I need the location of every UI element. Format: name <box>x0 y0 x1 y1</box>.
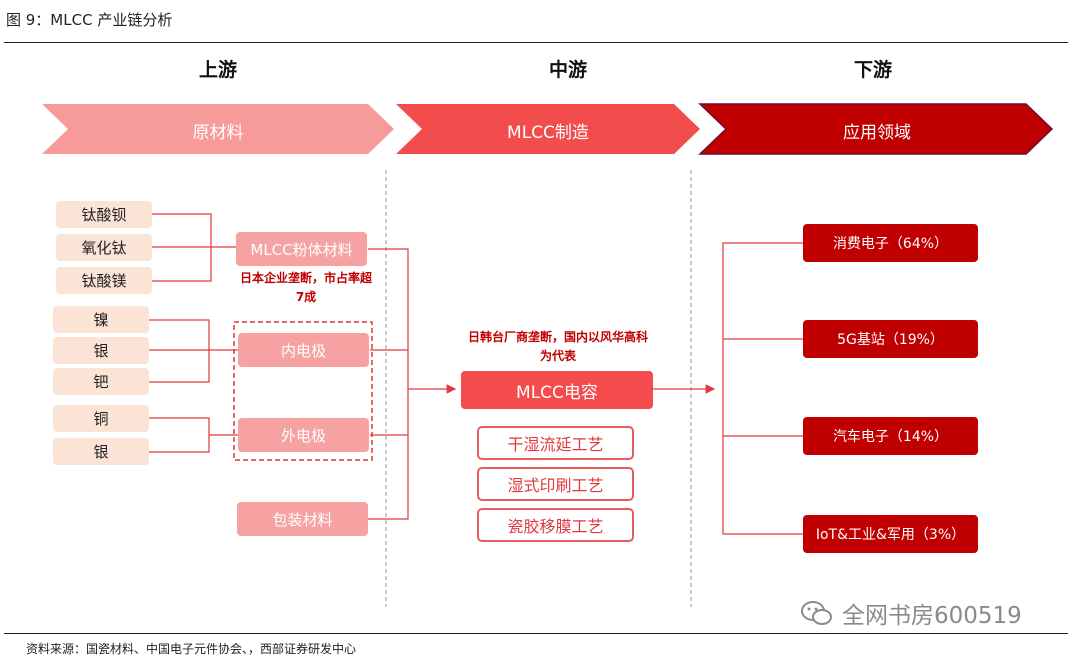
raw-palladium: 钯 <box>53 368 149 395</box>
raw-silver-2: 银 <box>53 438 149 465</box>
upstream-heading: 上游 <box>198 59 237 81</box>
material-mlcc-powder: MLCC粉体材料 <box>236 232 367 266</box>
raw-nickel: 镍 <box>53 306 149 333</box>
bottom-rule <box>4 633 1068 634</box>
midstream-chevron <box>396 104 700 154</box>
stage-label-manufacturing: MLCC制造 <box>507 123 589 143</box>
app-consumer-electronics: 消费电子（64%） <box>803 224 978 262</box>
downstream-chevron <box>698 103 1054 155</box>
stage-label-applications: 应用领域 <box>843 123 911 143</box>
raw-titanium-oxide: 氧化钛 <box>56 234 152 261</box>
figure-title: 图 9：MLCC 产业链分析 <box>6 11 173 29</box>
product-mlcc-capacitor: MLCC电容 <box>461 371 653 409</box>
app-iot-industrial-military: IoT&工业&军用（3%） <box>803 515 978 553</box>
wechat-icon <box>801 601 832 625</box>
manufacturing-note: 日韩台厂商垄断，国内以风华高科为代表 <box>468 330 649 363</box>
electrode-group-box <box>233 321 373 461</box>
midstream-heading: 中游 <box>548 59 587 81</box>
downstream-heading: 下游 <box>853 59 892 81</box>
source-note: 资料来源：国瓷材料、中国电子元件协会、，西部证券研发中心 <box>26 642 357 656</box>
raw-magnesium-titanate: 钛酸镁 <box>56 267 152 294</box>
process-film-transfer: 瓷胶移膜工艺 <box>477 508 634 542</box>
connector-materials <box>368 248 409 520</box>
connector-raw-2 <box>148 319 238 383</box>
raw-barium-titanate: 钛酸钡 <box>56 201 152 228</box>
watermark: 全网书房600519 <box>800 596 1022 630</box>
app-5g-base-station: 5G基站（19%） <box>803 320 978 358</box>
material-packaging: 包装材料 <box>237 502 368 536</box>
process-dry-casting: 干湿流延工艺 <box>477 426 634 460</box>
upstream-chevron <box>42 104 394 154</box>
connector-raw-3 <box>148 417 238 453</box>
watermark-text: 全网书房600519 <box>842 603 1022 629</box>
raw-copper: 铜 <box>53 405 149 432</box>
powder-note: 日本企业垄断，市占率超7成 <box>239 271 372 304</box>
connector-apps <box>722 242 803 535</box>
raw-silver: 银 <box>53 337 149 364</box>
process-wet-printing: 湿式印刷工艺 <box>477 467 634 501</box>
material-outer-electrode: 外电极 <box>238 418 369 452</box>
material-inner-electrode: 内电极 <box>238 333 369 367</box>
connector-raw-1 <box>152 213 236 282</box>
top-rule <box>4 42 1068 43</box>
app-automotive-electronics: 汽车电子（14%） <box>803 417 978 455</box>
stage-label-raw-materials: 原材料 <box>192 123 244 143</box>
